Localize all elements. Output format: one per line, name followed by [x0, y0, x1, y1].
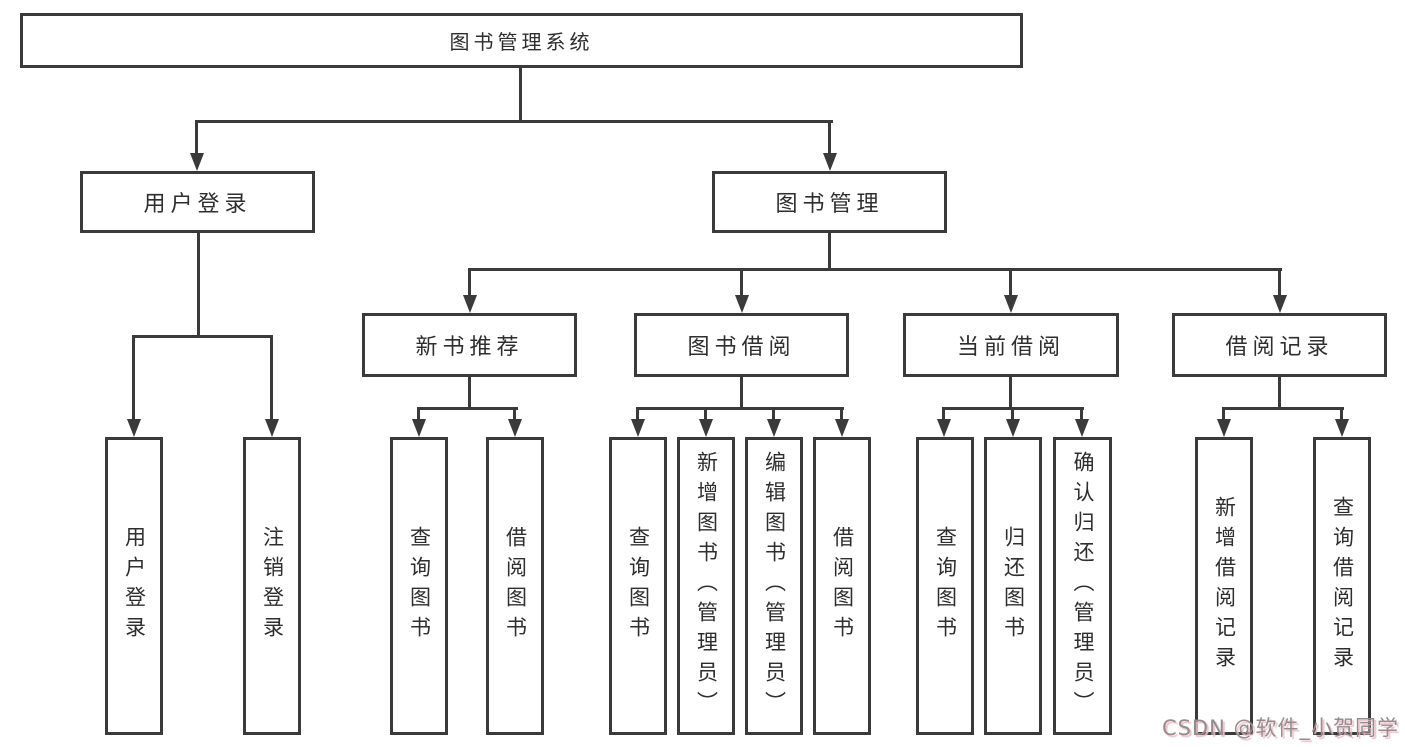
- arrow-down-icon: [1006, 419, 1020, 437]
- leaf-user-login: 用户登录: [105, 437, 163, 735]
- connector: [1278, 268, 1281, 298]
- leaf-label: 借阅图书: [830, 526, 855, 646]
- connector: [1009, 268, 1012, 298]
- arrow-down-icon: [735, 295, 749, 313]
- leaf-query-borrow-record: 查询借阅记录: [1313, 437, 1371, 735]
- connector: [942, 407, 945, 423]
- arrow-down-icon: [1273, 295, 1287, 313]
- connector: [468, 268, 1282, 271]
- connector: [840, 407, 843, 423]
- arrow-down-icon: [699, 419, 713, 437]
- connector: [1278, 377, 1281, 410]
- arrow-down-icon: [1075, 419, 1089, 437]
- leaf-edit-books-admin: 编辑图书（管理员）: [745, 437, 803, 735]
- node-new-book-recommend: 新书推荐: [362, 313, 577, 377]
- arrow-down-icon: [1217, 419, 1231, 437]
- arrow-down-icon: [767, 419, 781, 437]
- connector: [197, 233, 200, 337]
- arrow-down-icon: [1004, 295, 1018, 313]
- leaf-label: 查询借阅记录: [1330, 496, 1355, 676]
- connector: [417, 407, 518, 410]
- arrow-down-icon: [937, 419, 951, 437]
- leaf-return-books: 归还图书: [984, 437, 1042, 735]
- leaf-query-books-recommend: 查询图书: [390, 437, 448, 735]
- leaf-label: 归还图书: [1001, 526, 1026, 646]
- csdn-watermark: CSDN @软件_小贺同学: [1161, 716, 1399, 740]
- arrow-down-icon: [823, 153, 837, 171]
- node-root-library-system: 图书管理系统: [20, 13, 1023, 68]
- arrow-down-icon: [631, 419, 645, 437]
- arrow-down-icon: [190, 153, 204, 171]
- node-book-borrow: 图书借阅: [634, 313, 849, 377]
- node-current-borrow: 当前借阅: [903, 313, 1119, 377]
- connector: [704, 407, 707, 423]
- leaf-query-books-borrow: 查询图书: [609, 437, 667, 735]
- arrow-down-icon: [463, 295, 477, 313]
- leaf-query-books-current: 查询图书: [916, 437, 974, 735]
- arrow-down-icon: [127, 419, 141, 437]
- connector: [772, 407, 775, 423]
- leaf-logout: 注销登录: [243, 437, 301, 735]
- connector: [132, 335, 135, 421]
- node-user-login: 用户登录: [80, 171, 315, 233]
- connector: [740, 377, 743, 410]
- connector: [132, 335, 273, 338]
- connector: [1080, 407, 1083, 423]
- leaf-add-borrow-record: 新增借阅记录: [1195, 437, 1253, 735]
- leaf-label: 新增图书（管理员）: [694, 451, 719, 721]
- leaf-label: 查询图书: [933, 526, 958, 646]
- connector: [513, 407, 516, 423]
- node-book-management: 图书管理: [712, 171, 947, 233]
- connector: [1009, 377, 1012, 410]
- connector: [740, 268, 743, 298]
- leaf-label: 新增借阅记录: [1212, 496, 1237, 676]
- node-borrow-records: 借阅记录: [1172, 313, 1387, 377]
- leaf-label: 注销登录: [260, 526, 285, 646]
- arrow-down-icon: [412, 419, 426, 437]
- connector: [1011, 407, 1014, 423]
- connector: [1222, 407, 1225, 423]
- arrow-down-icon: [265, 419, 279, 437]
- leaf-borrow-books-recommend: 借阅图书: [486, 437, 544, 735]
- connector: [1340, 407, 1343, 423]
- leaf-label: 查询图书: [626, 526, 651, 646]
- connector: [636, 407, 844, 410]
- arrow-down-icon: [1335, 419, 1349, 437]
- leaf-label: 查询图书: [407, 526, 432, 646]
- leaf-label: 借阅图书: [503, 526, 528, 646]
- connector: [1222, 407, 1344, 410]
- leaf-label: 用户登录: [122, 526, 147, 646]
- connector: [270, 335, 273, 421]
- connector: [195, 120, 833, 123]
- connector: [828, 233, 831, 271]
- connector: [828, 120, 831, 156]
- arrow-down-icon: [835, 419, 849, 437]
- connector: [468, 268, 471, 298]
- connector: [195, 120, 198, 156]
- arrow-down-icon: [508, 419, 522, 437]
- connector: [636, 407, 639, 423]
- leaf-borrow-books: 借阅图书: [813, 437, 871, 735]
- connector: [468, 377, 471, 410]
- connector: [519, 68, 522, 123]
- leaf-label: 编辑图书（管理员）: [762, 451, 787, 721]
- leaf-add-books-admin: 新增图书（管理员）: [677, 437, 735, 735]
- leaf-label: 确认归还（管理员）: [1071, 451, 1095, 721]
- leaf-confirm-return-admin: 确认归还（管理员）: [1053, 437, 1112, 735]
- connector: [417, 407, 420, 423]
